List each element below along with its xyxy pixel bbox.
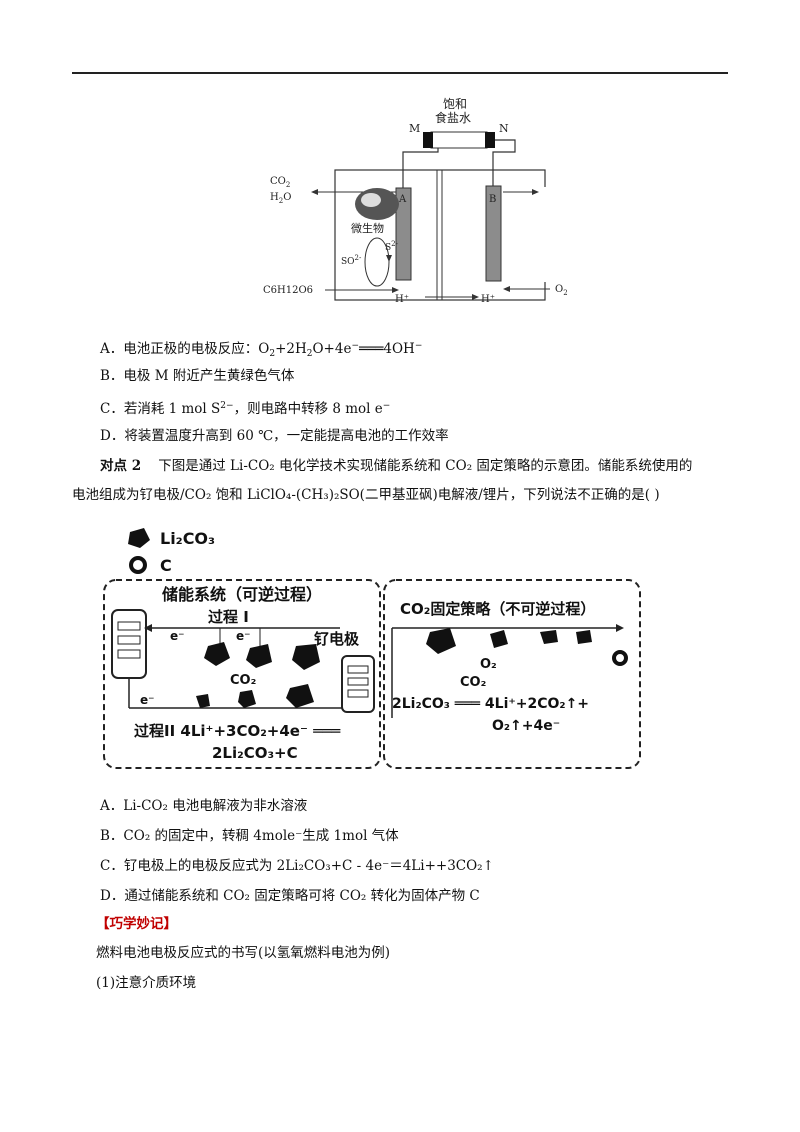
option-c: C．若消耗 1 mol S2−，则电路中转移 8 mol e− bbox=[100, 401, 391, 417]
q2-option-d: D．通过储能系统和 CO₂ 固定策略可将 CO₂ 转化为固体产物 C bbox=[100, 888, 480, 904]
header-rule bbox=[72, 72, 728, 74]
process-2-line1: 过程II 4Li⁺+3CO₂+4e⁻ ═══ bbox=[134, 722, 341, 740]
hplus-label-right: H⁺ bbox=[481, 294, 495, 305]
question-2-heading: 对点 2 bbox=[100, 458, 142, 474]
electrode-b-label: B bbox=[489, 194, 496, 205]
fixation-title: CO₂固定策略（不可逆过程） bbox=[400, 600, 595, 618]
ru-electrode-label: 钌电极 bbox=[314, 630, 360, 648]
question-2-line2: 电池组成为钌电极/CO₂ 饱和 LiClO₄-(CH₃)₂SO(二甲基亚砜)电解… bbox=[72, 487, 660, 503]
option-b: B．电极 M 附近产生黄绿色气体 bbox=[100, 368, 295, 384]
so4-label: SO2- bbox=[341, 254, 362, 267]
decomposition-equation: 2Li₂CO₃ ═══ 4Li⁺+2CO₂↑+ bbox=[392, 696, 589, 712]
process-1-label: 过程 I bbox=[208, 608, 249, 626]
tips-line-1: 燃料电池电极反应式的书写(以氢氧燃料电池为例) bbox=[96, 945, 391, 961]
process-2-line2: 2Li₂CO₃+C bbox=[212, 744, 298, 762]
s2-label: S2- bbox=[385, 240, 399, 253]
co2-label-right: CO₂ bbox=[460, 675, 486, 690]
q2-option-c: C．钌电极上的电极反应式为 2Li₂CO₃+C - 4e⁻＝4Li++3CO₂↑ bbox=[100, 858, 494, 874]
salt-label-2: 食盐水 bbox=[435, 110, 471, 125]
e-label-2: e⁻ bbox=[236, 629, 250, 643]
co2-label: CO2 bbox=[270, 176, 290, 189]
legend-li2co3: Li₂CO₃ bbox=[160, 529, 215, 548]
decomposition-equation-2: O₂↑+4e⁻ bbox=[492, 718, 560, 734]
e-label-1: e⁻ bbox=[170, 629, 184, 643]
tips-line-2: (1)注意介质环境 bbox=[96, 975, 197, 991]
salt-label: 饱和 bbox=[443, 96, 467, 111]
hplus-label-left: H⁺ bbox=[395, 294, 409, 305]
storage-title: 储能系统（可逆过程） bbox=[161, 585, 322, 604]
li-co2-diagram: Li₂CO₃ C 储能系统（可逆过程） 过程 I 钌电极 e⁻ bbox=[100, 518, 645, 776]
microbe-label: 微生物 bbox=[351, 221, 384, 235]
e-label-3: e⁻ bbox=[140, 693, 154, 707]
fuel-cell-diagram: 饱和 食盐水 M N A B CO2 H2O 微生物 S2- SO2- C6H1… bbox=[255, 92, 585, 322]
question-2-line1: 对点 2 下图是通过 Li-CO₂ 电化学技术实现储能系统和 CO₂ 固定策略的… bbox=[100, 458, 693, 474]
h2o-label: H2O bbox=[270, 192, 291, 205]
tips-heading: 【巧学妙记】 bbox=[96, 916, 177, 932]
co2-label-left: CO₂ bbox=[230, 673, 256, 688]
q2-option-a: A．Li-CO₂ 电池电解液为非水溶液 bbox=[100, 798, 308, 814]
option-d: D．将装置温度升高到 60 ℃，一定能提高电池的工作效率 bbox=[100, 428, 449, 444]
legend-c: C bbox=[160, 556, 172, 575]
electrode-n-label: N bbox=[499, 122, 509, 135]
option-a: A．电池正极的电极反应：O2+2H2O+4e−═══4OH− bbox=[100, 341, 423, 359]
o2-label: O2 bbox=[555, 284, 568, 297]
o2-label-right: O₂ bbox=[480, 657, 497, 672]
electrode-m-label: M bbox=[409, 122, 420, 135]
q2-option-b: B．CO₂ 的固定中，转稠 4mole⁻生成 1mol 气体 bbox=[100, 828, 399, 844]
electrode-a-label: A bbox=[398, 194, 407, 205]
glucose-label: C6H12O6 bbox=[263, 285, 313, 296]
